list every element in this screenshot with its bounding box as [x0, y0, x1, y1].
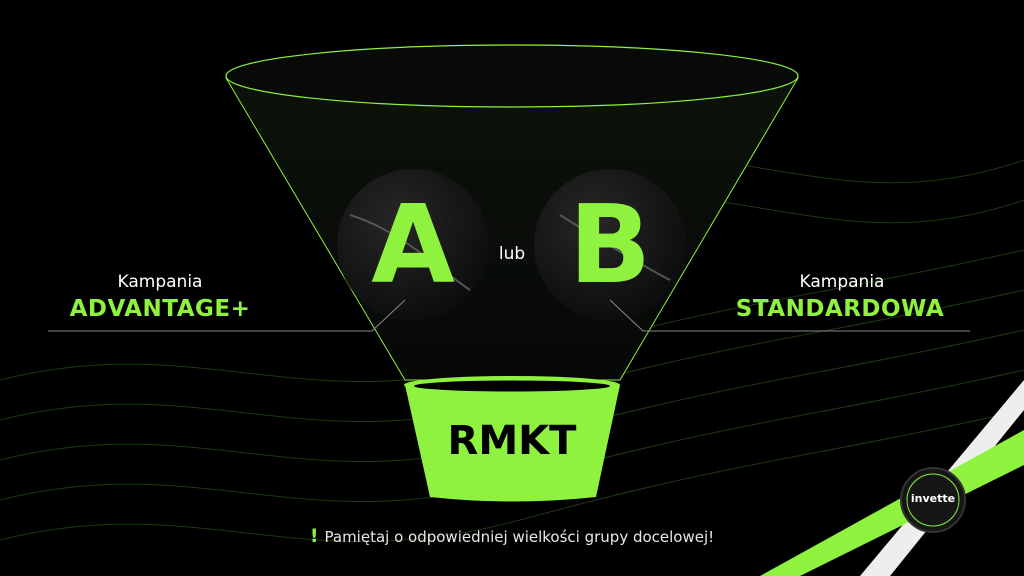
funnel-bottom [405, 385, 620, 502]
right-leader-line [609, 299, 970, 332]
right-label-big: STANDARDOWA [735, 296, 945, 322]
option-b-letter: B [568, 183, 652, 308]
exclamation-icon: ! [309, 525, 319, 547]
funnel-body [225, 77, 799, 381]
orb-a [337, 169, 489, 321]
left-label-small: Kampania [117, 272, 203, 292]
funnel-bottom-opening [414, 380, 610, 392]
invette-logo-badge [900, 467, 966, 533]
funnel-rim [225, 44, 799, 108]
connector-label: lub [498, 244, 526, 264]
note-text: Pamiętaj o odpowiedniej wielkości grupy … [324, 528, 715, 546]
invette-logo-text: invette [910, 492, 956, 505]
note: ! Pamiętaj o odpowiedniej wielkości grupy… [0, 525, 1024, 547]
rmkt-label: RMKT [447, 418, 577, 464]
option-a-letter: A [371, 183, 455, 308]
right-label-small: Kampania [799, 272, 885, 292]
left-leader-line [48, 299, 406, 332]
invette-ribbons [760, 380, 1024, 576]
left-label-big: ADVANTAGE+ [69, 296, 251, 322]
